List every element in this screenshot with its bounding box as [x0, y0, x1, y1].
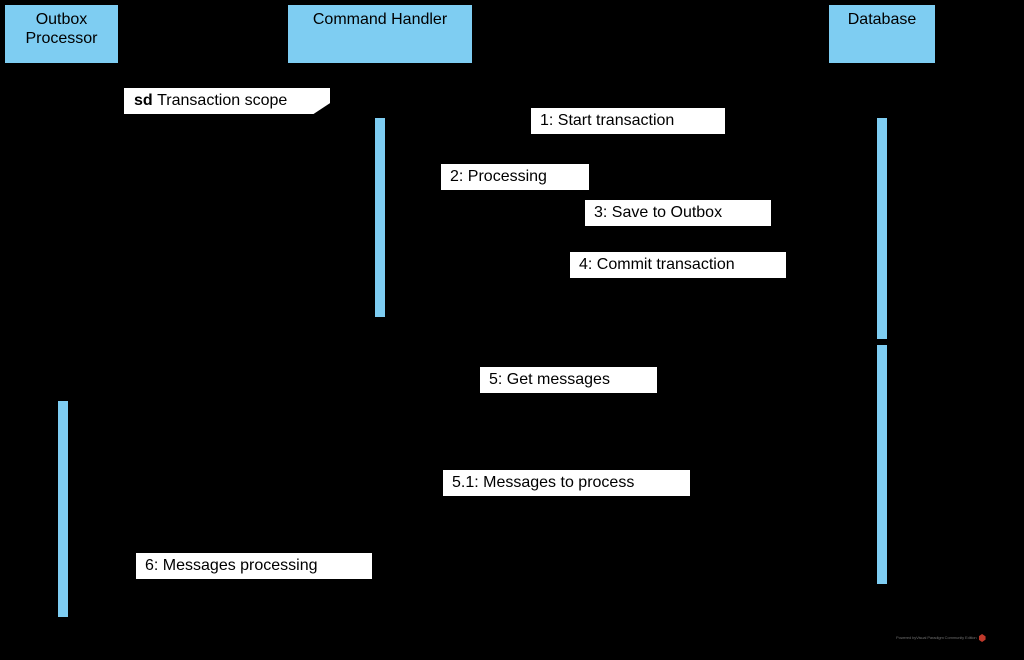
message-label-5-1[interactable]: 5.1: Messages to process	[443, 470, 690, 496]
message-line-2-vertical	[430, 160, 431, 194]
fragment-keyword: sd	[134, 92, 153, 109]
message-label-6[interactable]: 6: Messages processing	[136, 553, 372, 579]
fragment-label-transaction-scope[interactable]: sd Transaction scope	[124, 88, 330, 114]
message-line-5-1	[69, 503, 876, 504]
message-label-2[interactable]: 2: Processing	[441, 164, 589, 190]
activation-bar-command-handler	[374, 117, 386, 318]
message-line-2-return	[386, 194, 430, 195]
message-label-4[interactable]: 4: Commit transaction	[570, 252, 786, 278]
message-line-6	[69, 549, 113, 550]
message-line-6-vertical	[113, 549, 114, 583]
message-line-6-return	[69, 583, 113, 584]
participant-outbox-processor[interactable]: Outbox Processor	[3, 3, 120, 65]
message-arrowhead-4	[867, 260, 876, 270]
watermark: Powered byVisual Paradigm Community Edit…	[896, 634, 986, 642]
lifeline-outbox-processor	[61, 65, 62, 660]
participant-command-handler[interactable]: Command Handler	[286, 3, 474, 65]
message-arrowhead-6	[69, 578, 78, 588]
message-label-3[interactable]: 3: Save to Outbox	[585, 200, 771, 226]
message-line-2	[386, 160, 430, 161]
message-label-5[interactable]: 5: Get messages	[480, 367, 657, 393]
message-arrowhead-1	[867, 116, 876, 126]
message-arrowhead-5-1	[69, 498, 78, 508]
visual-paradigm-logo-icon	[978, 634, 986, 642]
message-arrowhead-5	[867, 395, 876, 405]
message-arrowhead-3	[867, 208, 876, 218]
message-label-1[interactable]: 1: Start transaction	[531, 108, 725, 134]
message-arrowhead-2	[386, 189, 395, 199]
watermark-text: Powered byVisual Paradigm Community Edit…	[896, 635, 977, 640]
activation-bar-database-first	[876, 117, 888, 340]
participant-database[interactable]: Database	[827, 3, 937, 65]
fragment-transaction-scope-box	[124, 88, 924, 328]
fragment-name: Transaction scope	[157, 92, 288, 109]
message-line-5	[69, 400, 876, 401]
lifeline-command-handler	[379, 65, 380, 660]
activation-bar-database-second	[876, 344, 888, 585]
activation-bar-outbox-processor	[57, 400, 69, 618]
